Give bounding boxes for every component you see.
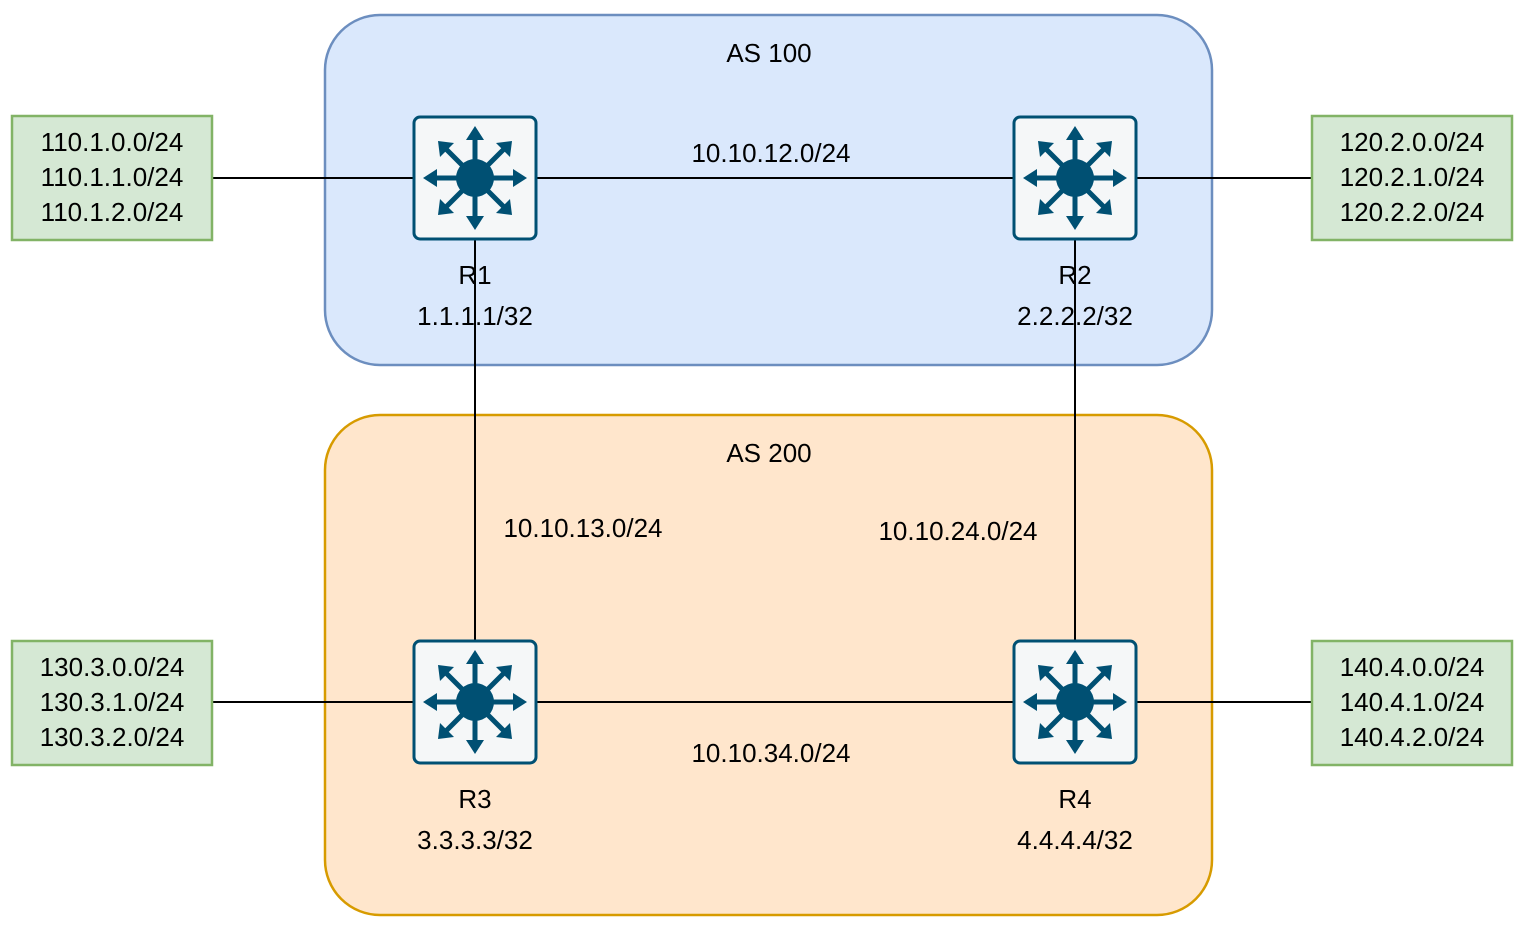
as-200-region (323, 413, 1214, 917)
prefix-box-bg (10, 114, 214, 242)
prefix-item: 110.1.2.0/24 (41, 197, 184, 227)
router-loopback: 1.1.1.1/32 (417, 301, 533, 331)
subnet-label-r3-r4: 10.10.34.0/24 (691, 738, 850, 768)
prefix-item: 120.2.0.0/24 (1340, 127, 1485, 157)
prefix-box-r2[interactable]: 120.2.0.0/24 120.2.1.0/24 120.2.2.0/24 (1310, 114, 1514, 242)
layer3-switch-icon (414, 641, 536, 763)
prefix-item: 130.3.2.0/24 (40, 722, 185, 752)
prefix-item: 130.3.0.0/24 (40, 652, 185, 682)
subnet-label-r1-r2: 10.10.12.0/24 (691, 138, 850, 168)
prefix-box-r1[interactable]: 110.1.0.0/24 110.1.1.0/24 110.1.2.0/24 (10, 114, 214, 242)
prefix-item: 120.2.2.0/24 (1340, 197, 1485, 227)
subnet-label-r2-r4: 10.10.24.0/24 (878, 516, 1037, 546)
prefix-item: 140.4.1.0/24 (1340, 687, 1485, 717)
layer3-switch-icon (1014, 117, 1136, 239)
prefix-item: 140.4.0.0/24 (1340, 652, 1485, 682)
links (212, 177, 1312, 703)
layer3-switch-icon (1014, 641, 1136, 763)
prefix-box-bg (1310, 639, 1514, 767)
router-name: R3 (458, 784, 491, 814)
prefix-box-r3[interactable]: 130.3.0.0/24 130.3.1.0/24 130.3.2.0/24 (10, 639, 214, 767)
router-r4[interactable]: R4 4.4.4.4/32 (1014, 641, 1136, 855)
prefix-item: 110.1.1.0/24 (41, 162, 184, 192)
subnet-label-r1-r3: 10.10.13.0/24 (503, 513, 662, 543)
prefix-item: 110.1.0.0/24 (41, 127, 184, 157)
router-loopback: 4.4.4.4/32 (1017, 825, 1133, 855)
router-loopback: 2.2.2.2/32 (1017, 301, 1133, 331)
prefix-box-bg (1310, 114, 1514, 242)
router-r2[interactable]: R2 2.2.2.2/32 (1014, 117, 1136, 331)
as-100-label: AS 100 (726, 38, 811, 68)
router-name: R4 (1058, 784, 1091, 814)
prefix-box-bg (10, 639, 214, 767)
layer3-switch-icon (414, 117, 536, 239)
router-r1[interactable]: R1 1.1.1.1/32 (414, 117, 536, 331)
router-name: R2 (1058, 260, 1091, 290)
router-loopback: 3.3.3.3/32 (417, 825, 533, 855)
as-100-region (323, 13, 1214, 367)
router-name: R1 (458, 260, 491, 290)
prefix-item: 130.3.1.0/24 (40, 687, 185, 717)
router-r3[interactable]: R3 3.3.3.3/32 (414, 641, 536, 855)
as-200-label: AS 200 (726, 438, 811, 468)
as-group-200: AS 200 (323, 413, 1214, 917)
prefix-box-r4[interactable]: 140.4.0.0/24 140.4.1.0/24 140.4.2.0/24 (1310, 639, 1514, 767)
prefix-item: 120.2.1.0/24 (1340, 162, 1485, 192)
as-group-100: AS 100 (323, 13, 1214, 367)
prefix-item: 140.4.2.0/24 (1340, 722, 1485, 752)
